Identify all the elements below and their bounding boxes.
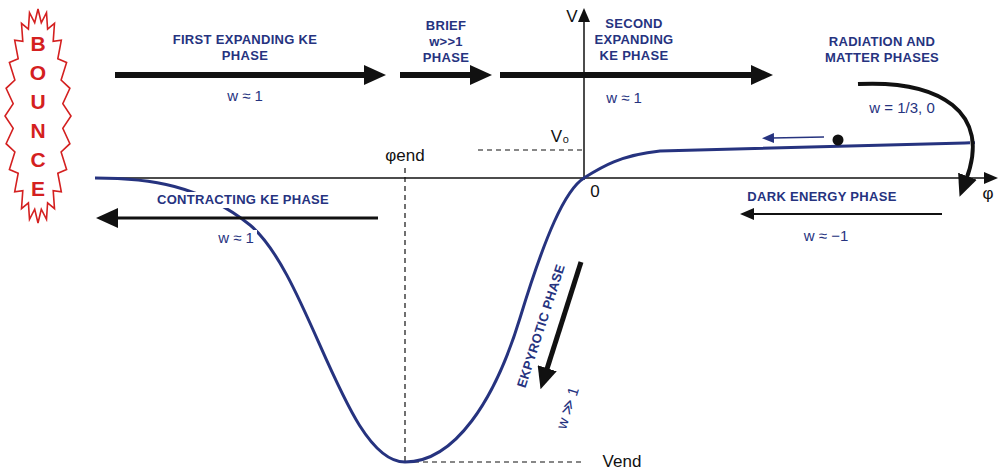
roll-arrow — [772, 137, 824, 138]
phi-end-label: φend — [385, 148, 424, 164]
axis-label: V — [566, 9, 577, 25]
phi-end-guide — [404, 168, 405, 462]
v0-guide — [478, 149, 584, 150]
equation-of-state: w ≈ 1 — [606, 90, 642, 106]
origin-label: 0 — [590, 184, 599, 200]
phase-label: DARK ENERGY PHASE — [747, 189, 896, 205]
v-end-label: Vend — [603, 454, 642, 470]
v0-label: V₀ — [551, 129, 569, 145]
burst-shape — [5, 9, 71, 223]
phi-axis — [95, 177, 986, 179]
phase-label: RADIATION AND MATTER PHASES — [819, 34, 945, 66]
phase-arrow — [752, 213, 942, 215]
phase-arrow — [500, 72, 755, 78]
phase-label: FIRST EXPANDING KE PHASE — [170, 32, 320, 64]
phase-arrow — [115, 72, 368, 78]
equation-of-state: w ≈ −1 — [804, 228, 849, 244]
equation-of-state: w ≫ 1 — [554, 385, 583, 431]
equation-of-state: w ≈ 1 — [227, 88, 263, 104]
phase-arrow — [400, 72, 474, 78]
phase-label: BRIEF w>>1 PHASE — [419, 18, 473, 66]
equation-of-state: w ≈ 1 — [215, 230, 257, 246]
bounce-burst: BOUNCE — [4, 8, 72, 224]
v-axis — [583, 20, 585, 180]
turnaround-arrow — [858, 84, 973, 180]
axis-label: φ — [982, 186, 993, 202]
bounce-text: BOUNCE — [28, 29, 49, 203]
phase-label: CONTRACTING KE PHASE — [154, 192, 332, 208]
field-ball — [833, 135, 844, 146]
potential-curve — [95, 143, 965, 462]
v-end-guide — [405, 461, 584, 462]
phase-label: SECOND EXPANDING KE PHASE — [592, 16, 676, 64]
equation-of-state: w = 1/3, 0 — [869, 100, 934, 116]
phase-arrow — [114, 217, 378, 220]
